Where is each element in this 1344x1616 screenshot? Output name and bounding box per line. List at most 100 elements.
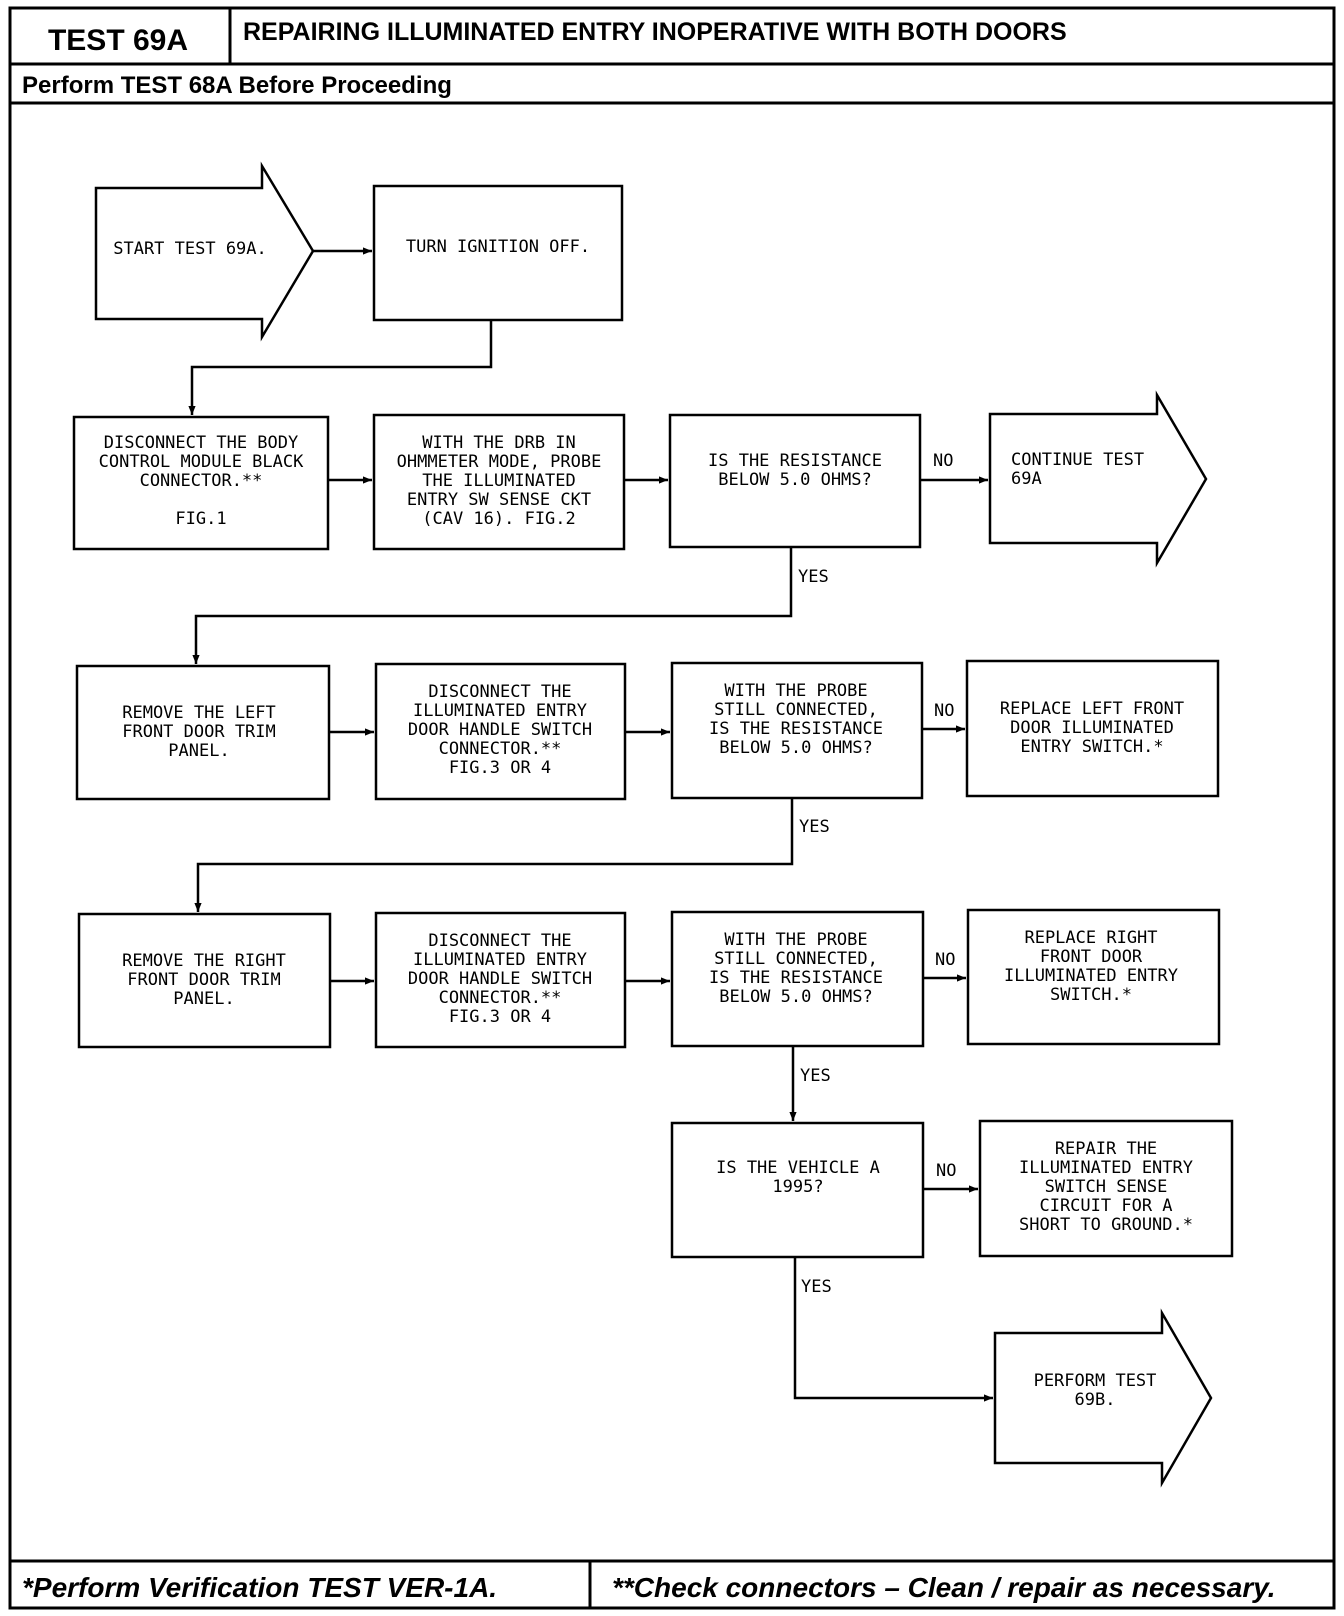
box-text-line: FIG.3 OR 4	[449, 758, 551, 778]
box-text-line: 1995?	[772, 1177, 823, 1197]
connector-ignition-to-bcm	[188, 320, 493, 415]
perform-test-69b-arrow	[993, 1308, 1213, 1488]
probe-sense-circuit-box	[372, 413, 626, 551]
box-text-line: WITH THE PROBE	[724, 930, 867, 950]
remove-left-trim-box	[75, 664, 331, 801]
continue-test-arrow	[988, 390, 1208, 568]
box-text-line: START TEST 69A.	[113, 239, 267, 259]
footer-connector-note: **Check connectors – Clean / repair as n…	[612, 1572, 1276, 1603]
box-text-line: STILL CONNECTED,	[714, 700, 878, 720]
box-text-line: SHORT TO GROUND.*	[1019, 1215, 1193, 1235]
start-arrow	[94, 161, 315, 342]
box-text-line: DOOR HANDLE SWITCH	[408, 969, 592, 989]
connector-left-question-yes-to-right-trim	[194, 798, 794, 912]
box-text-line: CONTINUE TEST	[1011, 450, 1144, 470]
box-text-line: BELOW 5.0 OHMS?	[719, 738, 873, 758]
box-text-line: OHMMETER MODE, PROBE	[397, 452, 602, 472]
repair-sense-circuit-box	[978, 1119, 1234, 1258]
box-text-line: IS THE RESISTANCE	[709, 968, 883, 988]
box-text-line: REPLACE RIGHT	[1024, 928, 1157, 948]
turn-ignition-off-box	[372, 184, 624, 322]
connector-question-yes-to-left-trim	[192, 547, 793, 664]
box-text-line: 69A	[1011, 469, 1042, 489]
box-text-line: CONTROL MODULE BLACK	[99, 452, 304, 472]
box-text-line: IS THE RESISTANCE	[708, 451, 882, 471]
footer-verification-note: *Perform Verification TEST VER-1A.	[22, 1572, 497, 1603]
box-text-line: PANEL.	[168, 741, 229, 761]
box-text-line: WITH THE PROBE	[724, 681, 867, 701]
box-text-line: SWITCH SENSE	[1045, 1177, 1168, 1197]
box-text-line: IS THE RESISTANCE	[709, 719, 883, 739]
box-text-line: FIG.3 OR 4	[449, 1007, 551, 1027]
test-id: TEST 69A	[48, 24, 188, 57]
page-frame	[8, 6, 1336, 1610]
box-text-line: CONNECTOR.**	[140, 471, 263, 491]
prerequisite-note: Perform TEST 68A Before Proceeding	[22, 72, 452, 99]
label-no-left-probe: NO	[934, 701, 954, 721]
box-text-line: BELOW 5.0 OHMS?	[719, 987, 873, 1007]
box-text-line: ILLUMINATED ENTRY	[1004, 966, 1178, 986]
box-text-line: PERFORM TEST	[1034, 1371, 1157, 1391]
box-text-line: (CAV 16). FIG.2	[422, 509, 576, 529]
box-text-line: BELOW 5.0 OHMS?	[718, 470, 872, 490]
box-text-line: DISCONNECT THE BODY	[104, 433, 298, 453]
replace-right-switch-box	[966, 908, 1221, 1046]
box-text-line: TURN IGNITION OFF.	[406, 237, 590, 257]
page-title: REPAIRING ILLUMINATED ENTRY INOPERATIVE …	[243, 18, 1067, 46]
right-probe-question-box	[670, 910, 925, 1048]
disconnect-right-switch-box	[374, 911, 627, 1049]
box-text-line: 69B.	[1075, 1390, 1116, 1410]
disconnect-bcm-connector-box	[72, 415, 330, 551]
box-text-line	[196, 490, 206, 510]
box-text-line: ILLUMINATED ENTRY	[413, 701, 587, 721]
box-text-line: REMOVE THE RIGHT	[122, 951, 286, 971]
box-text-line: FRONT DOOR TRIM	[122, 722, 276, 742]
box-text-line: WITH THE DRB IN	[422, 433, 576, 453]
box-text-line: REMOVE THE LEFT	[122, 703, 276, 723]
label-yes-vehicle-year: YES	[801, 1277, 832, 1297]
label-yes-resistance: YES	[798, 567, 829, 587]
box-text-line: STILL CONNECTED,	[714, 949, 878, 969]
box-text-line: ENTRY SW SENSE CKT	[407, 490, 591, 510]
disconnect-left-switch-box	[374, 662, 627, 801]
box-text-line: ILLUMINATED ENTRY	[1019, 1158, 1193, 1178]
box-text-line: CIRCUIT FOR A	[1039, 1196, 1172, 1216]
box-text-line: PANEL.	[173, 989, 234, 1009]
label-yes-left-probe: YES	[799, 817, 830, 837]
box-text-line: DISCONNECT THE	[428, 931, 571, 951]
label-no-resistance: NO	[933, 451, 953, 471]
box-text-line: IS THE VEHICLE A	[716, 1158, 880, 1178]
box-text-line: DOOR HANDLE SWITCH	[408, 720, 592, 740]
box-text-line: DOOR ILLUMINATED	[1010, 718, 1174, 738]
start-test-text: START TEST 69A.	[113, 239, 267, 259]
box-text-line: CONNECTOR.**	[439, 739, 562, 759]
left-probe-question-box	[670, 661, 924, 800]
box-text-line: REPAIR THE	[1055, 1139, 1157, 1159]
box-text-line: ENTRY SWITCH.*	[1020, 737, 1163, 757]
remove-right-trim-box	[77, 912, 332, 1049]
replace-left-switch-box	[965, 659, 1220, 798]
box-text-line: CONNECTOR.**	[439, 988, 562, 1008]
box-text-line: FRONT DOOR TRIM	[127, 970, 281, 990]
box-text-line: FRONT DOOR	[1040, 947, 1143, 967]
turn-ignition-off-text: TURN IGNITION OFF.	[406, 237, 590, 257]
vehicle-year-question-box	[670, 1121, 925, 1259]
label-yes-right-probe: YES	[800, 1066, 831, 1086]
label-no-vehicle-year: NO	[936, 1161, 956, 1181]
connector-year-yes-to-69b	[793, 1257, 993, 1402]
